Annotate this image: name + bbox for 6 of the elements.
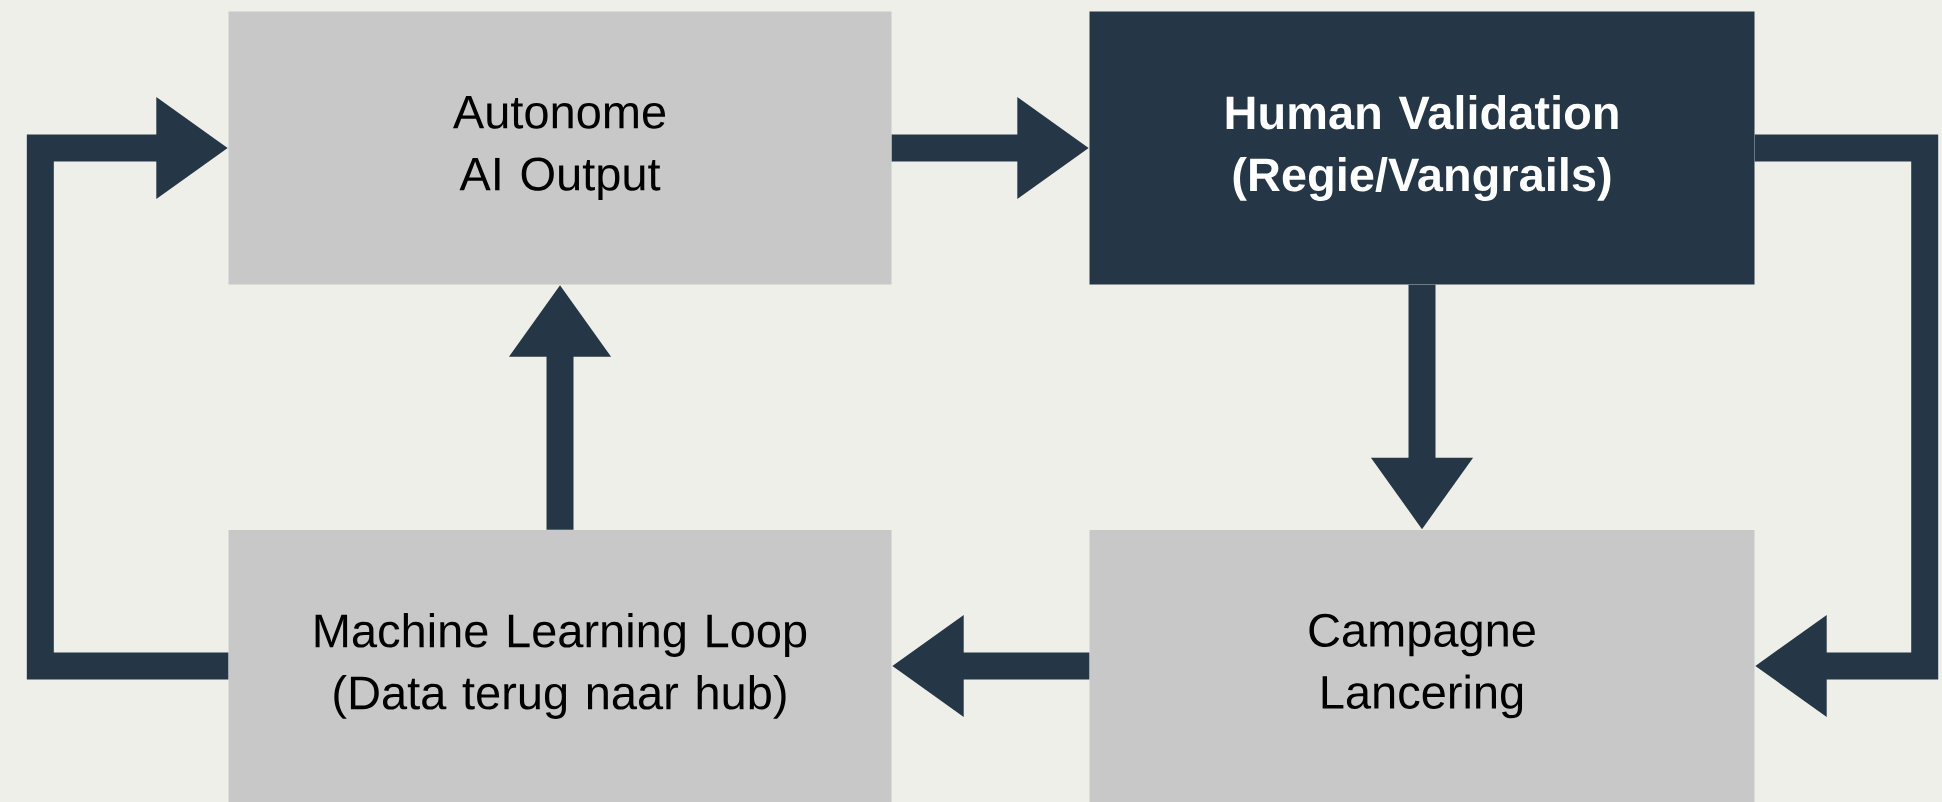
- process-box: Autonome AI Output: [228, 11, 892, 285]
- arrow: [26, 96, 229, 680]
- process-box: Campagne Lancering: [1089, 530, 1755, 802]
- arrow: [1754, 134, 1939, 718]
- process-box: Human Validation (Regie/Vangrails): [1089, 11, 1755, 285]
- process-box: Machine Learning Loop (Data terug naar hub): [228, 530, 892, 802]
